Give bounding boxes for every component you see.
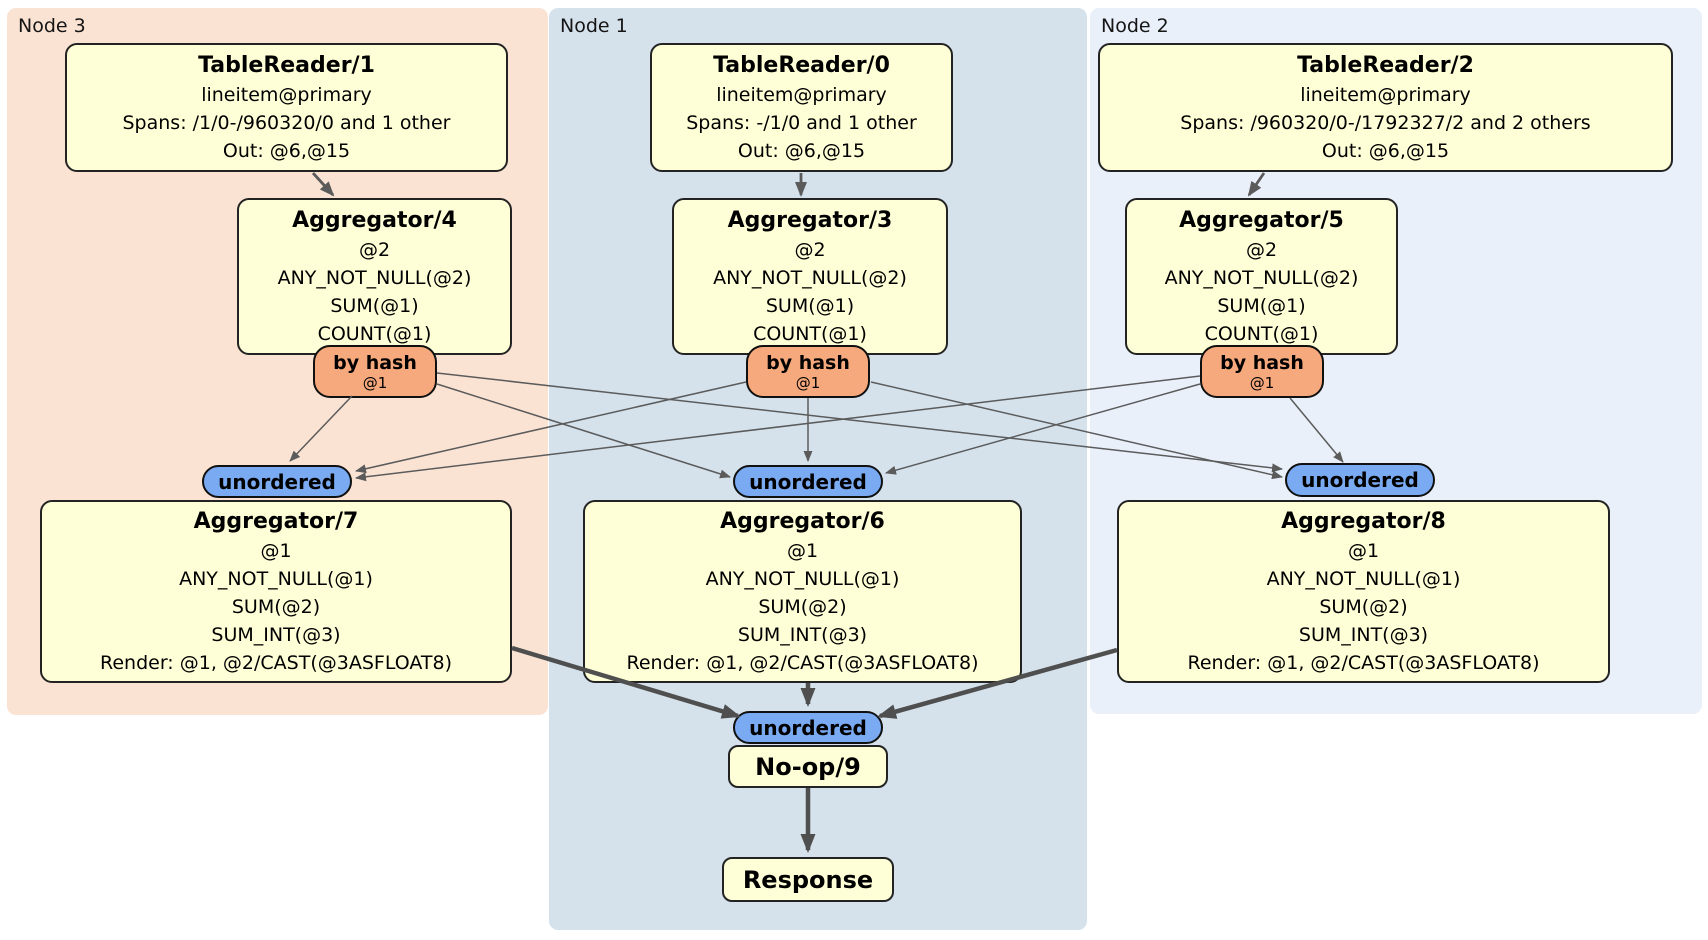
plan-line: Spans: -/1/0 and 1 other — [686, 111, 917, 134]
plan-line: Spans: /1/0-/960320/0 and 1 other — [122, 111, 451, 134]
noop-9-box: No-op/9 — [728, 745, 888, 788]
aggregator-6-box: Aggregator/6 @1 ANY_NOT_NULL(@1) SUM(@2)… — [583, 500, 1022, 683]
plan-line: ANY_NOT_NULL(@1) — [179, 567, 373, 590]
aggregator-8-box: Aggregator/8 @1 ANY_NOT_NULL(@1) SUM(@2)… — [1117, 500, 1610, 683]
tablereader-2-box: TableReader/2 lineitem@primary Spans: /9… — [1098, 43, 1673, 172]
plan-line: SUM_INT(@3) — [737, 623, 868, 646]
tablereader-0-box: TableReader/0 lineitem@primary Spans: -/… — [650, 43, 953, 172]
plan-line: Render: @1, @2/CAST(@3ASFLOAT8) — [100, 651, 452, 674]
response-title: Response — [742, 865, 874, 894]
plan-line: SUM(@1) — [765, 294, 855, 317]
plan-line: @2 — [1245, 238, 1278, 261]
plan-line: SUM(@2) — [231, 595, 321, 618]
aggregator-3-box: Aggregator/3 @2 ANY_NOT_NULL(@2) SUM(@1)… — [672, 198, 948, 355]
unordered-sync-final: unordered — [733, 711, 883, 744]
router-detail: @1 — [795, 373, 821, 392]
plan-line: Spans: /960320/0-/1792327/2 and 2 others — [1180, 111, 1591, 134]
unordered-sync-node3: unordered — [202, 465, 352, 498]
tablereader-1-box: TableReader/1 lineitem@primary Spans: /1… — [65, 43, 508, 172]
plan-line: ANY_NOT_NULL(@1) — [1266, 567, 1461, 590]
plan-line: Out: @6,@15 — [222, 139, 351, 162]
aggregator-6-title: Aggregator/6 — [720, 508, 885, 534]
tablereader-1-title: TableReader/1 — [198, 52, 375, 78]
aggregator-8-title: Aggregator/8 — [1281, 508, 1446, 534]
response-box: Response — [722, 857, 894, 902]
plan-line: lineitem@primary — [201, 83, 372, 106]
aggregator-5-box: Aggregator/5 @2 ANY_NOT_NULL(@2) SUM(@1)… — [1125, 198, 1398, 355]
plan-line: Out: @6,@15 — [1321, 139, 1450, 162]
by-hash-router-node2: by hash @1 — [1200, 345, 1324, 398]
unordered-sync-node2: unordered — [1285, 463, 1435, 497]
plan-line: SUM_INT(@3) — [211, 623, 341, 646]
router-detail: @1 — [1249, 373, 1275, 392]
by-hash-router-node3: by hash @1 — [313, 345, 437, 398]
aggregator-7-box: Aggregator/7 @1 ANY_NOT_NULL(@1) SUM(@2)… — [40, 500, 512, 683]
plan-line: COUNT(@1) — [317, 322, 432, 345]
router-label: by hash — [333, 351, 417, 374]
tablereader-2-title: TableReader/2 — [1297, 52, 1474, 78]
router-detail: @1 — [362, 373, 388, 392]
plan-line: Render: @1, @2/CAST(@3ASFLOAT8) — [1187, 651, 1540, 674]
plan-line: ANY_NOT_NULL(@1) — [705, 567, 900, 590]
plan-line: ANY_NOT_NULL(@2) — [713, 266, 907, 289]
node3-label: Node 3 — [18, 15, 86, 37]
aggregator-4-box: Aggregator/4 @2 ANY_NOT_NULL(@2) SUM(@1)… — [237, 198, 512, 355]
plan-line: SUM(@1) — [330, 294, 419, 317]
by-hash-router-node1: by hash @1 — [746, 345, 870, 398]
plan-line: SUM_INT(@3) — [1298, 623, 1429, 646]
plan-line: lineitem@primary — [716, 83, 887, 106]
plan-line: SUM(@2) — [758, 595, 847, 618]
plan-line: SUM(@2) — [1319, 595, 1408, 618]
aggregator-5-title: Aggregator/5 — [1179, 207, 1344, 233]
node2-label: Node 2 — [1101, 15, 1169, 37]
plan-line: @1 — [786, 539, 819, 562]
node1-label: Node 1 — [560, 15, 628, 37]
tablereader-0-title: TableReader/0 — [713, 52, 890, 78]
aggregator-7-title: Aggregator/7 — [193, 508, 359, 534]
plan-line: ANY_NOT_NULL(@2) — [1164, 266, 1359, 289]
plan-line: COUNT(@1) — [753, 322, 867, 345]
router-label: by hash — [1220, 351, 1304, 374]
plan-line: @2 — [358, 238, 391, 261]
aggregator-4-title: Aggregator/4 — [292, 207, 457, 233]
plan-line: COUNT(@1) — [1204, 322, 1319, 345]
plan-line: Out: @6,@15 — [737, 139, 866, 162]
plan-line: @2 — [794, 238, 826, 261]
plan-line: @1 — [260, 539, 292, 562]
plan-line: Render: @1, @2/CAST(@3ASFLOAT8) — [626, 651, 979, 674]
aggregator-3-title: Aggregator/3 — [727, 207, 893, 233]
plan-line: ANY_NOT_NULL(@2) — [277, 266, 472, 289]
plan-line: lineitem@primary — [1300, 83, 1471, 106]
noop-9-title: No-op/9 — [755, 752, 861, 781]
plan-line: SUM(@1) — [1217, 294, 1306, 317]
router-label: by hash — [766, 351, 850, 374]
plan-line: @1 — [1347, 539, 1380, 562]
unordered-sync-node1: unordered — [733, 465, 883, 498]
